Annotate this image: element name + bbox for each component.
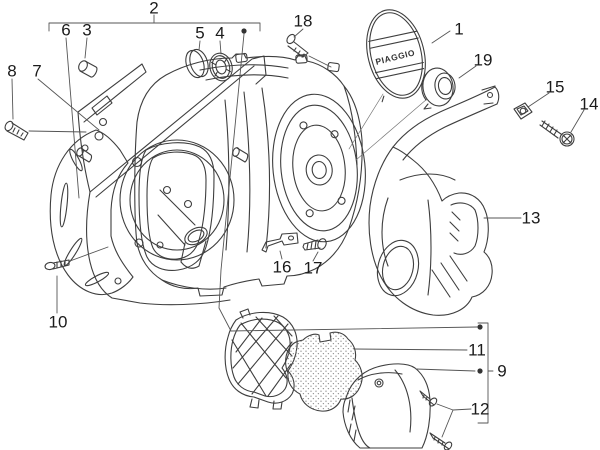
callout-13: 13 [521,208,541,228]
cover-drum [272,93,366,243]
part-screw-18 [286,33,309,58]
callout-3: 3 [82,20,92,40]
part-bolt-17 [302,238,327,251]
callout-16: 16 [272,257,292,277]
dowel-bushing-installed [76,147,93,163]
part-belt-cover-13 [368,85,500,316]
callout-9: 9 [497,361,507,381]
part-screw-12a [419,390,438,407]
part-bushing-3 [78,60,98,78]
part-screw-12b [429,432,453,450]
callout-15: 15 [545,77,565,97]
callout-18: 18 [293,11,313,31]
callout-leaders [11,14,585,438]
callout-1: 1 [454,19,464,39]
part-strap-16 [261,232,299,253]
part-grommet-19 [421,67,456,110]
callout-10: 10 [48,312,68,332]
part-screw-8 [4,120,29,141]
part-air-grille [224,308,298,410]
part-seal-ring-5 [185,48,209,79]
callout-11: 11 [468,340,486,360]
callout-14: 14 [579,94,599,114]
part-screw-10 [44,259,70,271]
dowel-bushing-cover [232,147,249,163]
part-piaggio-cap [366,9,426,103]
callout-2: 2 [149,0,159,18]
piaggio-logo-text: PIAGGIO [374,47,416,67]
part-foam-filter-11 [285,331,363,412]
part-screw-14 [539,120,575,147]
part-air-scoop-cover [342,363,431,449]
part-transmission-cover [134,52,428,297]
part-cooling-plate [49,129,134,296]
callout-17: 17 [303,258,323,278]
part-deflector-plate [76,55,267,306]
callout-5: 5 [195,23,205,43]
callout-7: 7 [32,61,42,81]
cover-spout [180,226,208,269]
part-bearing-4 [209,52,233,82]
callout-19: 19 [473,50,493,70]
callout-6: 6 [61,20,71,40]
part-clip-nut-15 [513,102,533,120]
callout-8: 8 [7,61,17,81]
callout-12: 12 [470,399,490,419]
callout-4: 4 [215,23,225,43]
